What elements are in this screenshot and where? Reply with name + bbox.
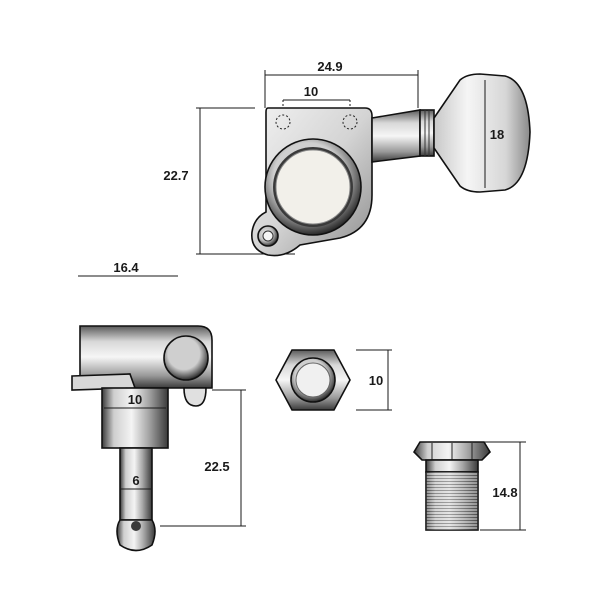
dimension-label-hole-spacing: 10	[304, 84, 318, 99]
dimension-label-nut-width: 10	[369, 373, 383, 388]
side-bushing	[101, 387, 169, 449]
button-collar	[419, 109, 435, 157]
screw-hole-icon	[275, 114, 291, 130]
tuner-shaft	[371, 109, 421, 163]
bushing-collar	[425, 459, 479, 473]
dimension-label-button-height: 18	[490, 127, 504, 142]
dimension-label-height: 22.7	[163, 168, 188, 183]
hex-nut-view: 10	[275, 349, 392, 411]
hex-nut-bore-inner	[295, 362, 331, 398]
threaded-bushing-view: 14.8	[412, 441, 526, 531]
dimension-label-base-width: 16.4	[113, 260, 139, 275]
side-gear-cover	[163, 335, 209, 381]
dimension-label-bushing-length: 14.8	[492, 485, 517, 500]
screw-hole-icon	[342, 114, 358, 130]
dimension-label-total-width: 24.9	[317, 59, 342, 74]
dimension-label-bushing-width: 10	[128, 392, 142, 407]
dimension-label-post-diameter: 6	[132, 473, 139, 488]
side-tab	[183, 387, 207, 407]
post-tip	[116, 519, 156, 552]
top-view: 24.9 10 22.7 18	[163, 59, 531, 257]
side-view: 16.4 10 6 22.5	[71, 260, 246, 552]
string-hole-icon	[131, 521, 141, 531]
mounting-hole-inner	[262, 230, 274, 242]
dimension-label-post-length: 22.5	[204, 459, 229, 474]
thread-shading	[426, 472, 478, 530]
string-post	[119, 447, 153, 521]
tuner-button	[433, 73, 531, 193]
gear-cover-face	[275, 149, 351, 225]
